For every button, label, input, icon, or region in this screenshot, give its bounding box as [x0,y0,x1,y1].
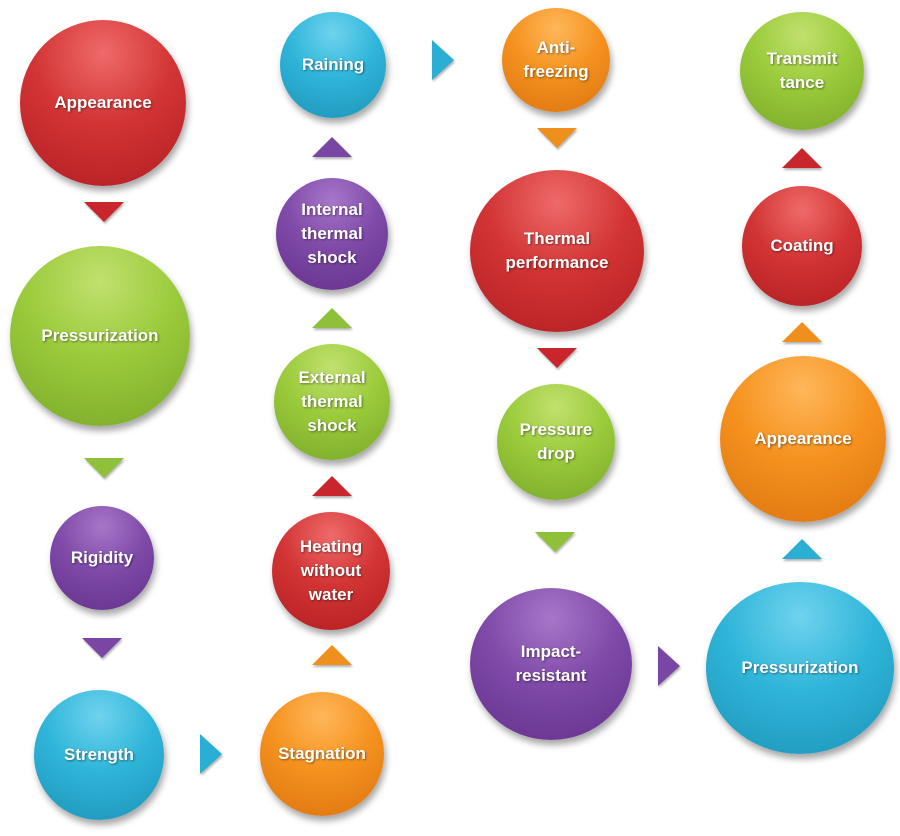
node-label: Impact- resistant [515,642,587,685]
node-label: Appearance [54,93,152,112]
node-stagnation: Stagnation [260,692,384,816]
node-pressure-drop: Pressure drop [497,384,615,500]
node-label: Thermal performance [505,229,609,272]
node-label: External thermal shock [298,368,366,435]
node-label: Pressure drop [519,420,593,463]
arrow-up [782,148,822,168]
node-label: Appearance [754,429,852,448]
arrow-up [312,308,352,328]
arrow-up [312,476,352,496]
arrow-down [535,532,575,552]
node-anti-freezing: Anti- freezing [502,8,610,112]
arrow-down [537,348,577,368]
node-label: Heating without water [299,537,363,604]
node-label: Anti- freezing [523,38,589,81]
node-rigidity: Rigidity [50,506,154,610]
arrow-up [312,645,352,665]
node-external-thermal-shock: External thermal shock [274,344,390,460]
arrow-up [782,539,822,559]
arrow-down [537,128,577,148]
node-appearance-1: Appearance [20,20,186,186]
node-label: Rigidity [70,548,134,567]
node-label: Strength [64,745,134,764]
node-raining: Raining [280,12,386,118]
node-transmittance: Transmit tance [740,12,864,130]
arrow-right [432,40,454,80]
arrow-down [84,458,124,478]
node-label: Pressurization [741,658,859,677]
node-label: Raining [301,55,365,74]
node-impact-resistant: Impact- resistant [470,588,632,740]
arrow-down [82,638,122,658]
arrow-down [84,202,124,222]
node-label: Internal thermal shock [301,200,363,267]
node-pressurization-2: Pressurization [706,582,894,754]
node-strength: Strength [34,690,164,820]
arrow-up [782,322,822,342]
node-label: Coating [770,236,834,255]
arrow-right [200,734,222,774]
node-coating: Coating [742,186,862,306]
node-heating-without-water: Heating without water [272,512,390,630]
node-label: Transmit tance [766,49,838,92]
node-internal-thermal-shock: Internal thermal shock [276,178,388,290]
node-label: Pressurization [41,326,159,345]
arrow-right [658,646,680,686]
node-thermal-performance: Thermal performance [470,170,644,332]
node-label: Stagnation [278,744,366,763]
node-appearance-2: Appearance [720,356,886,522]
node-pressurization-1: Pressurization [10,246,190,426]
arrow-up [312,137,352,157]
